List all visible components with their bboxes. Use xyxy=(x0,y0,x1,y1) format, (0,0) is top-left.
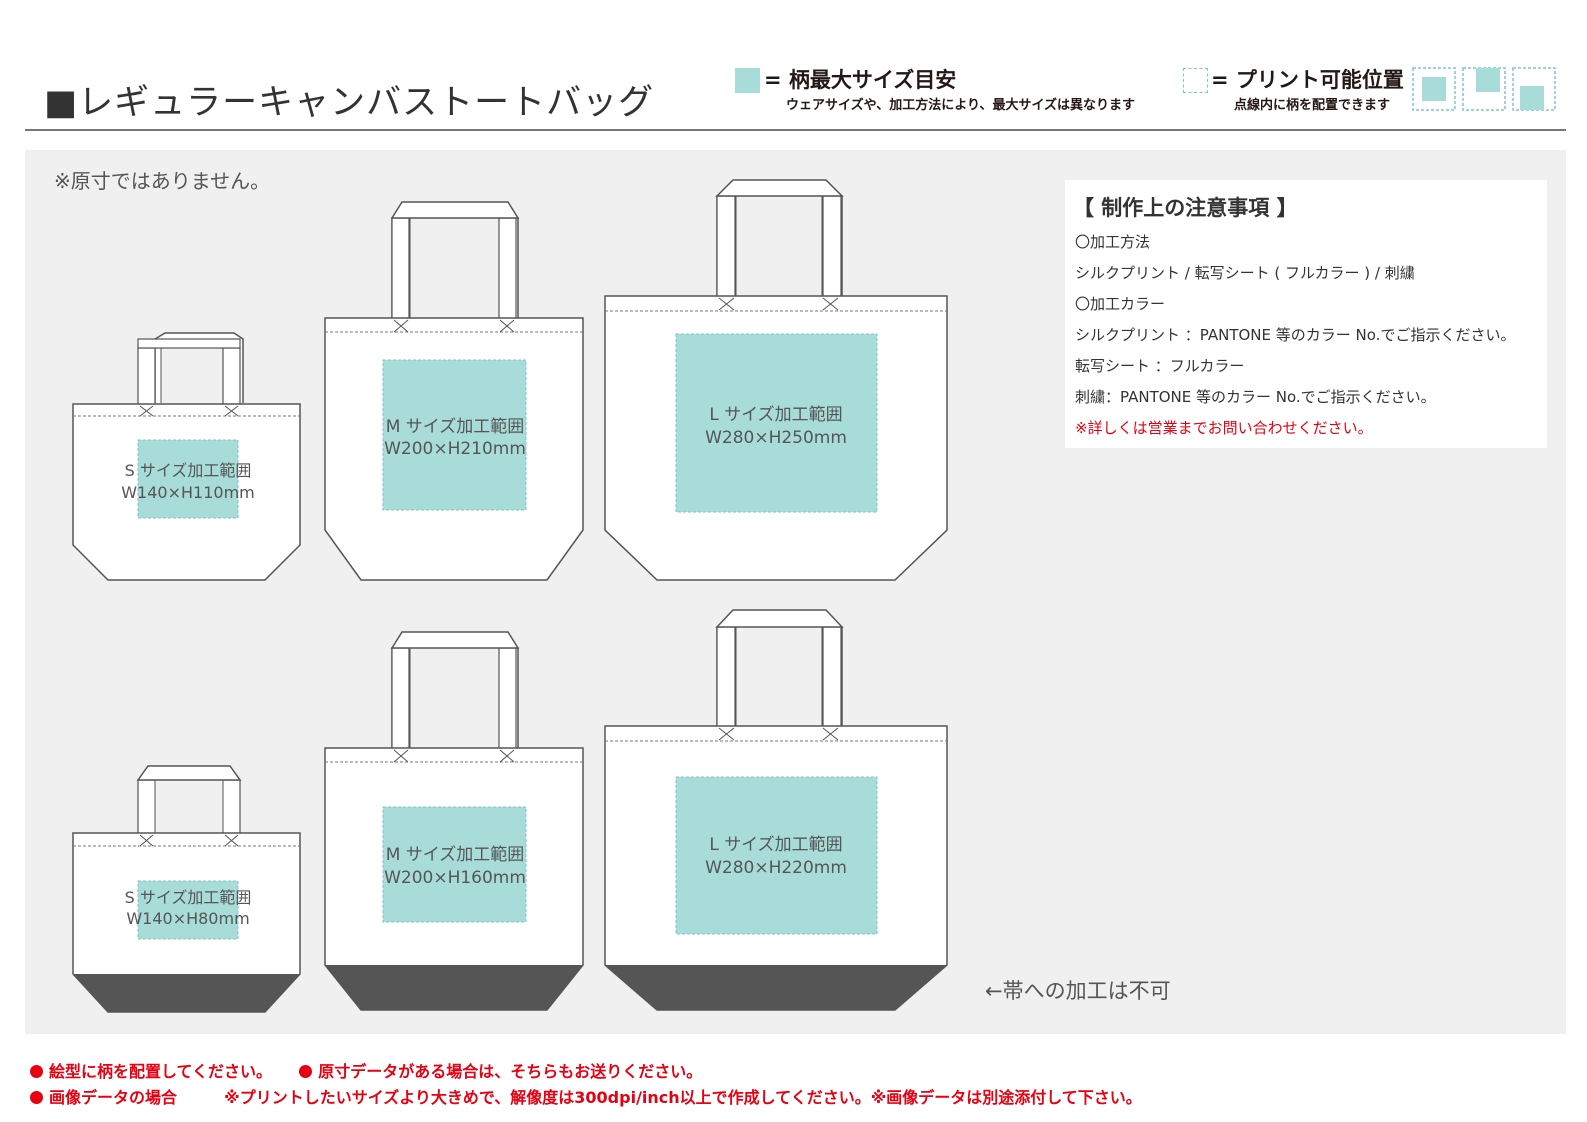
bag-s-row2 xyxy=(72,765,301,1013)
header-divider xyxy=(25,129,1566,131)
notes-line: 〇加工カラー xyxy=(1075,295,1166,313)
page-title: ■レギュラーキャンバストートバッグ xyxy=(44,83,655,123)
bag-s-row1 xyxy=(72,332,301,581)
dashed-square-icon xyxy=(1183,68,1208,93)
bag-s-row1-dims: W140×H110mm xyxy=(121,483,255,502)
bag-l-row2-label: L サイズ加工範囲 xyxy=(709,835,842,855)
bag-s-row2-dims: W140×H80mm xyxy=(126,909,249,928)
legend-max-size-note: ウェアサイズや、加工方法により、最大サイズは異なります xyxy=(786,98,1136,113)
bag-m-row2-label: M サイズ加工範囲 xyxy=(386,845,525,865)
legend-max-size-title: = 柄最大サイズ目安 xyxy=(764,68,957,92)
bullet-icon xyxy=(299,1065,313,1078)
bag-l-row1-label: L サイズ加工範囲 xyxy=(709,405,842,425)
production-notes: 【 制作上の注意事項 】 〇加工方法 シルクプリント / 転写シート ( フルカ… xyxy=(1065,180,1547,448)
footer-line-1: 絵型に柄を配置してください。 原寸データがある場合は、そちらもお送りください。 xyxy=(30,1058,702,1082)
bag-m-row1-dims: W200×H210mm xyxy=(384,439,526,459)
notes-warning: ※詳しくは営業までお問い合わせください。 xyxy=(1075,419,1373,437)
bag-m-row2 xyxy=(324,631,584,1011)
bullet-icon xyxy=(30,1091,43,1104)
bag-m-row1 xyxy=(324,201,584,581)
bag-s-row2-label: S サイズ加工範囲 xyxy=(125,888,252,907)
scale-note: ※原寸ではありません。 xyxy=(54,169,271,193)
bag-l-row2 xyxy=(604,609,948,1011)
notes-line: シルクプリント ：PANTONE 等のカラー No.でご指示ください。 xyxy=(1075,326,1516,344)
notes-heading: 【 制作上の注意事項 】 xyxy=(1073,196,1298,220)
print-area-swatch-icon xyxy=(735,68,760,93)
notes-line: 転写シート ：フルカラー xyxy=(1075,357,1245,375)
print-position-examples-icon xyxy=(1412,67,1556,111)
bag-l-row1 xyxy=(604,179,948,581)
notes-line: 刺繍：PANTONE 等のカラー No.でご指示ください。 xyxy=(1075,388,1436,406)
bag-l-row1-dims: W280×H250mm xyxy=(705,428,847,448)
bag-m-row1-label: M サイズ加工範囲 xyxy=(386,417,525,437)
bag-l-row2-dims: W280×H220mm xyxy=(705,858,847,878)
bullet-icon xyxy=(30,1065,43,1078)
legend-print-position-title: = プリント可能位置 xyxy=(1211,68,1404,92)
notes-line: 〇加工方法 xyxy=(1075,233,1151,251)
footer-line-2: 画像データの場合 ※プリントしたいサイズより大きめで、解像度は300dpi/in… xyxy=(30,1084,1142,1108)
bag-s-row1-label: S サイズ加工範囲 xyxy=(125,461,252,480)
legend-print-position-note: 点線内に柄を配置できます xyxy=(1234,98,1391,113)
notes-line: シルクプリント / 転写シート ( フルカラー ) / 刺繍 xyxy=(1075,264,1415,282)
strap-note: ←帯への加工は不可 xyxy=(985,979,1171,1003)
bag-m-row2-dims: W200×H160mm xyxy=(384,868,526,888)
